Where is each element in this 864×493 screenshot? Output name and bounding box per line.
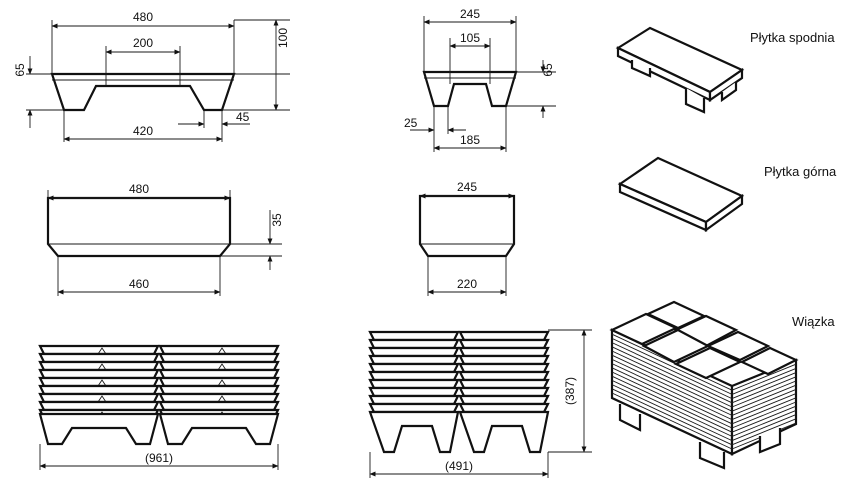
dim-base: 420 [133, 124, 153, 138]
stacked-plate [458, 370, 550, 382]
stacked-plate [158, 400, 280, 412]
stacked-plate [38, 400, 160, 412]
stacked-plate [458, 378, 550, 390]
top-plate-side-view: 245 220 [418, 180, 516, 296]
dim-height: (387) [563, 377, 577, 405]
stacked-plate [458, 330, 550, 342]
bundle-side-view: (491) (387) [368, 329, 592, 478]
stacked-plate [368, 378, 460, 390]
stacked-plate [458, 346, 550, 358]
stacked-plate [368, 386, 460, 398]
stacked-plate [458, 402, 550, 414]
dim-height: 100 [276, 28, 290, 48]
stacked-plate [368, 394, 460, 406]
bottom-plate-front-view: 480 200 420 45 100 65 [13, 10, 290, 142]
dim-width: (491) [445, 459, 473, 473]
stacked-plate [38, 384, 160, 396]
dim-inner: 200 [133, 36, 153, 50]
stacked-plate [38, 368, 160, 380]
caption-top-plate: Płytka górna [764, 164, 837, 179]
stacked-plate [458, 338, 550, 350]
stacked-plate [368, 370, 460, 382]
bottom-plate-isometric: Płytka spodnia [615, 26, 835, 114]
stacked-plate [458, 362, 550, 374]
dim-leg-height: 65 [13, 63, 27, 77]
dim-bottom: 220 [457, 277, 477, 291]
stacked-plate [368, 402, 460, 414]
stacked-plate [158, 384, 280, 396]
dim-inner: 105 [460, 31, 480, 45]
stacked-plate [38, 352, 160, 364]
dim-top: 480 [129, 182, 149, 196]
stacked-plate [158, 352, 280, 364]
dim-leg-width: 25 [404, 116, 418, 130]
caption-bundle: Wiązka [792, 314, 835, 329]
stacked-plate [368, 354, 460, 366]
dim-leg-height: 65 [541, 63, 555, 77]
dim-top: 480 [133, 10, 153, 24]
bundle-isometric: Wiązka [609, 300, 835, 470]
dim-top: 245 [457, 180, 477, 194]
bundle-front-view: (961) [38, 344, 280, 470]
stacked-plate [458, 386, 550, 398]
stacked-plate [158, 368, 280, 380]
dim-bottom: 460 [129, 277, 149, 291]
stacked-plate [368, 330, 460, 342]
caption-bottom-plate: Płytka spodnia [750, 30, 835, 45]
dim-top: 245 [460, 7, 480, 21]
bottom-plate-side-view: 245 105 185 25 65 [404, 7, 556, 152]
stacked-plate [368, 338, 460, 350]
stacked-plate [458, 394, 550, 406]
top-plate-front-view: 480 460 35 [46, 182, 284, 296]
dim-height: 35 [270, 213, 284, 227]
dim-width: (961) [145, 451, 173, 465]
stacked-plate [368, 346, 460, 358]
stacked-plate [458, 354, 550, 366]
top-plate-isometric: Płytka górna [617, 156, 837, 233]
dim-base: 185 [460, 133, 480, 147]
dim-leg-width: 45 [236, 110, 250, 124]
stacked-plate [368, 362, 460, 374]
